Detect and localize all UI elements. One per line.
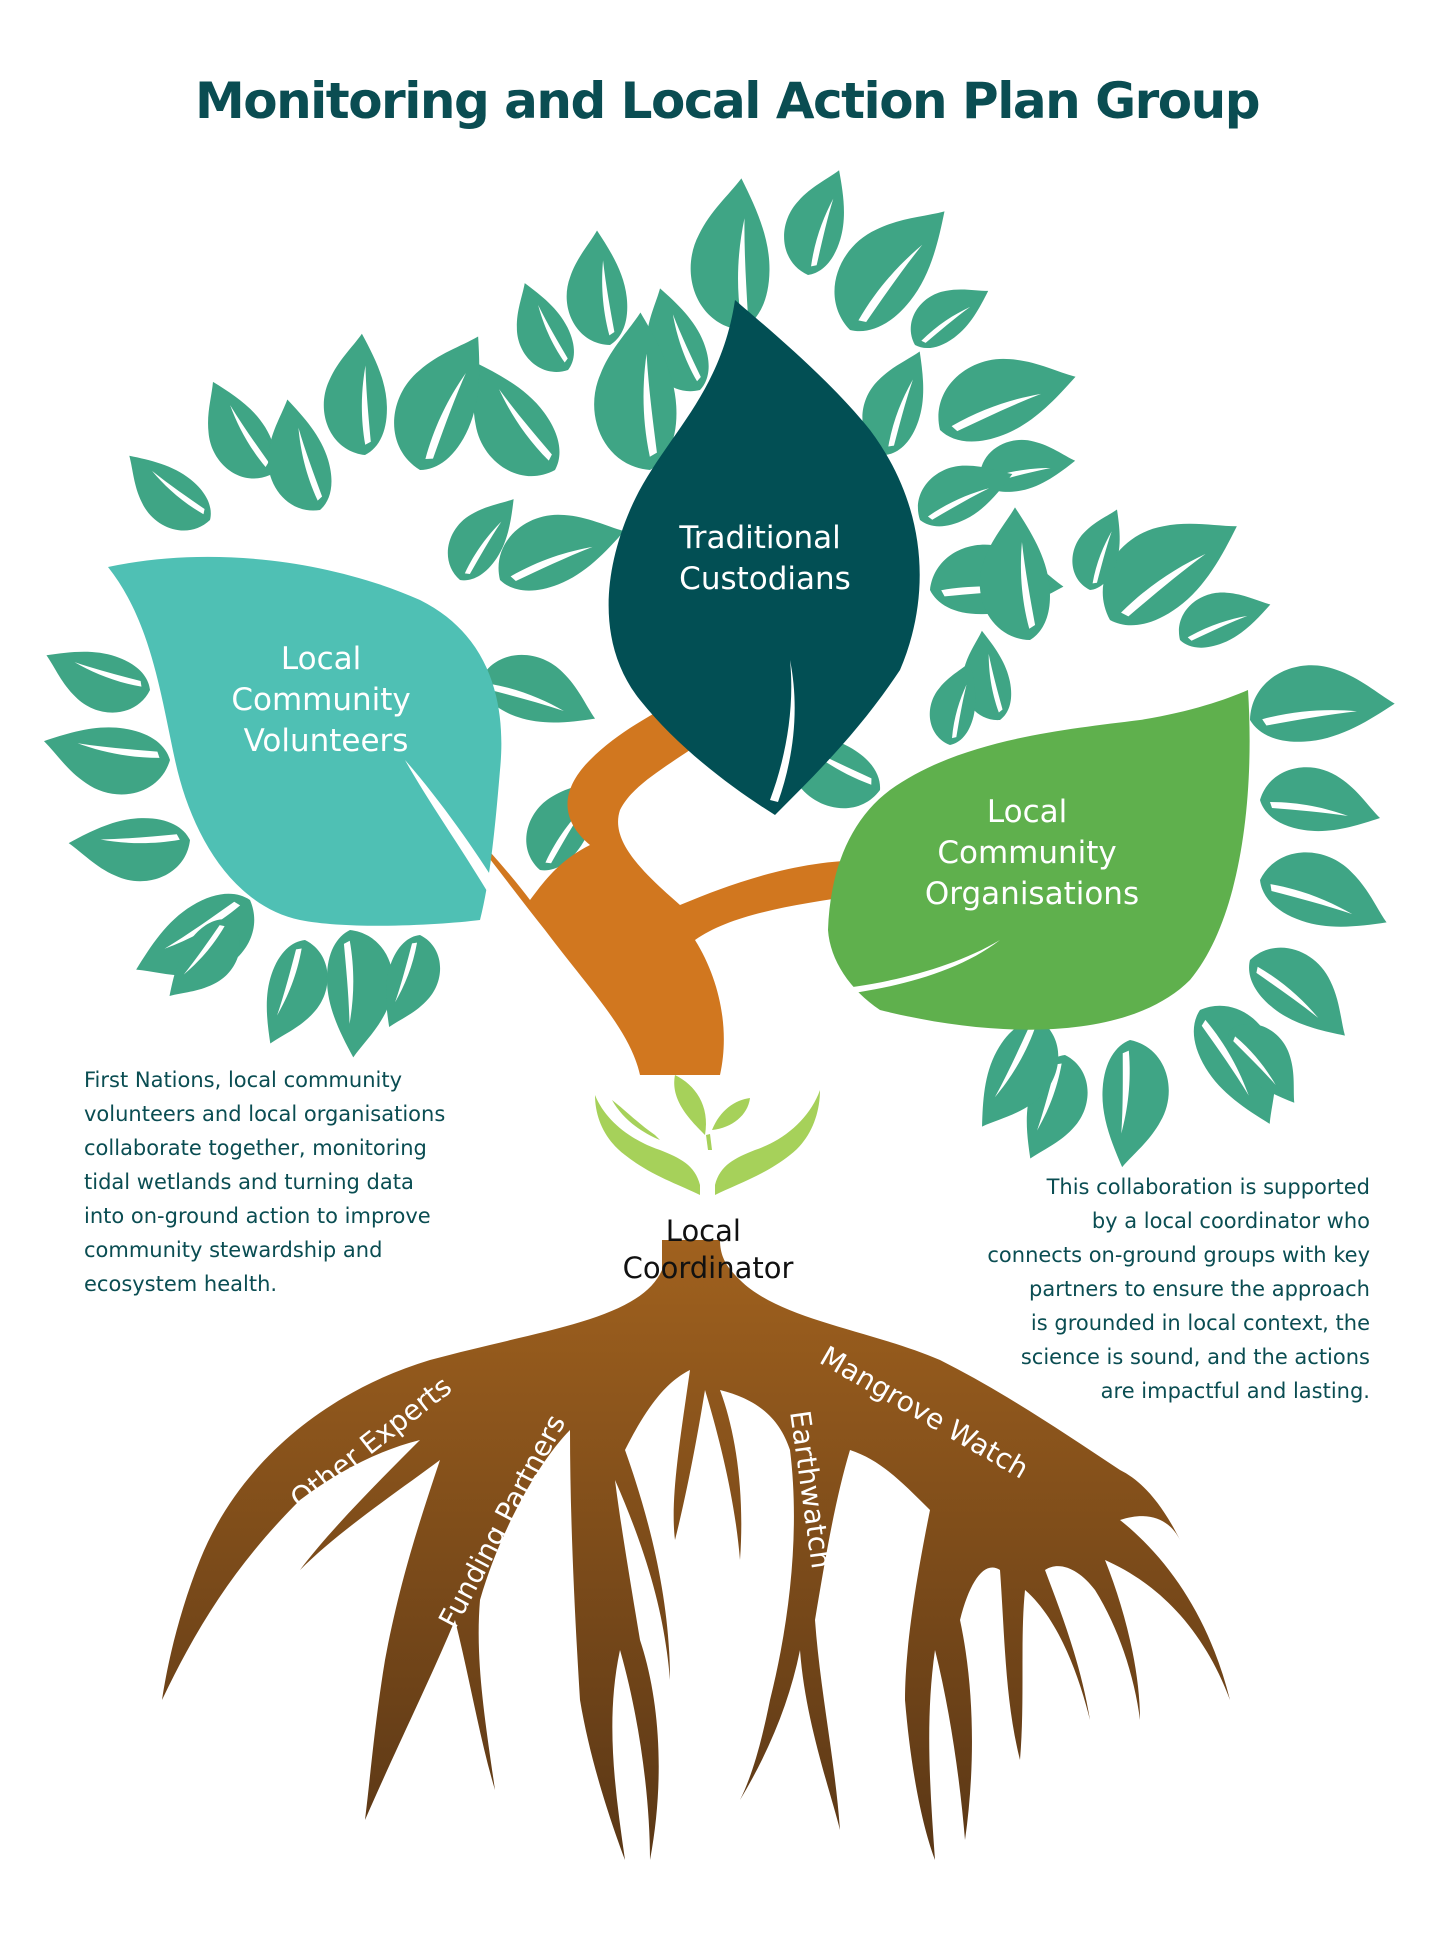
leaf-icon — [920, 323, 1084, 463]
description-line: First Nations, local community — [84, 1068, 402, 1092]
leaf-icon — [311, 331, 396, 461]
tree-trunk — [425, 520, 1000, 1075]
description-left: First Nations, local community volunteer… — [84, 1063, 504, 1301]
volunteers-label: Local Community Volunteers — [231, 641, 420, 759]
description-line: by a local coordinator who — [1091, 1209, 1370, 1233]
leaf-icon — [38, 643, 155, 720]
leaf-icon — [258, 935, 335, 1052]
description-line: This collaboration is supported — [1046, 1175, 1370, 1199]
organisations-label: Local Community Organisations — [925, 794, 1139, 912]
coordinator-label: Local Coordinator — [623, 1214, 794, 1285]
hands-seedling-icon — [595, 1075, 820, 1195]
description-line: ecosystem health. — [84, 1272, 278, 1296]
leaf-icon — [678, 176, 779, 336]
description-line: into on-ground action to improve — [84, 1204, 431, 1228]
custodians-label: Traditional Custodians — [678, 520, 850, 597]
description-line: partners to ensure the approach — [1029, 1277, 1370, 1301]
leaf-organisations: Local Community Organisations — [828, 690, 1250, 1030]
description-line: science is sound, and the actions — [1020, 1345, 1370, 1369]
leaf-icon — [778, 163, 851, 279]
leaf-volunteers: Local Community Volunteers — [108, 556, 502, 926]
leaf-icon — [1239, 644, 1399, 757]
leaf-icon — [378, 930, 446, 1035]
leaf-custodians: Traditional Custodians — [608, 300, 920, 815]
leaf-icon — [44, 727, 170, 795]
page-title: Monitoring and Local Action Plan Group — [194, 72, 1261, 130]
description-line: connects on-ground groups with key — [987, 1243, 1370, 1267]
description-line: community stewardship and — [84, 1238, 383, 1262]
leaf-icon — [381, 320, 494, 480]
leaf-icon — [107, 446, 224, 545]
description-line: is grounded in local context, the — [1030, 1311, 1370, 1335]
description-line: collaborate together, monitoring — [84, 1136, 427, 1160]
leaf-icon — [1254, 844, 1397, 937]
description-right: This collaboration is supported by a loc… — [930, 1170, 1370, 1408]
leaf-icon — [66, 809, 196, 894]
leaf-icon — [1260, 767, 1380, 832]
leaf-icon — [481, 482, 632, 610]
leaf-icon — [1097, 1036, 1176, 1169]
description-line: tidal wetlands and turning data — [84, 1170, 414, 1194]
leaf-icon — [927, 659, 979, 747]
description-line: volunteers and local organisations — [84, 1102, 446, 1126]
description-line: are impactful and lasting. — [1100, 1379, 1370, 1403]
